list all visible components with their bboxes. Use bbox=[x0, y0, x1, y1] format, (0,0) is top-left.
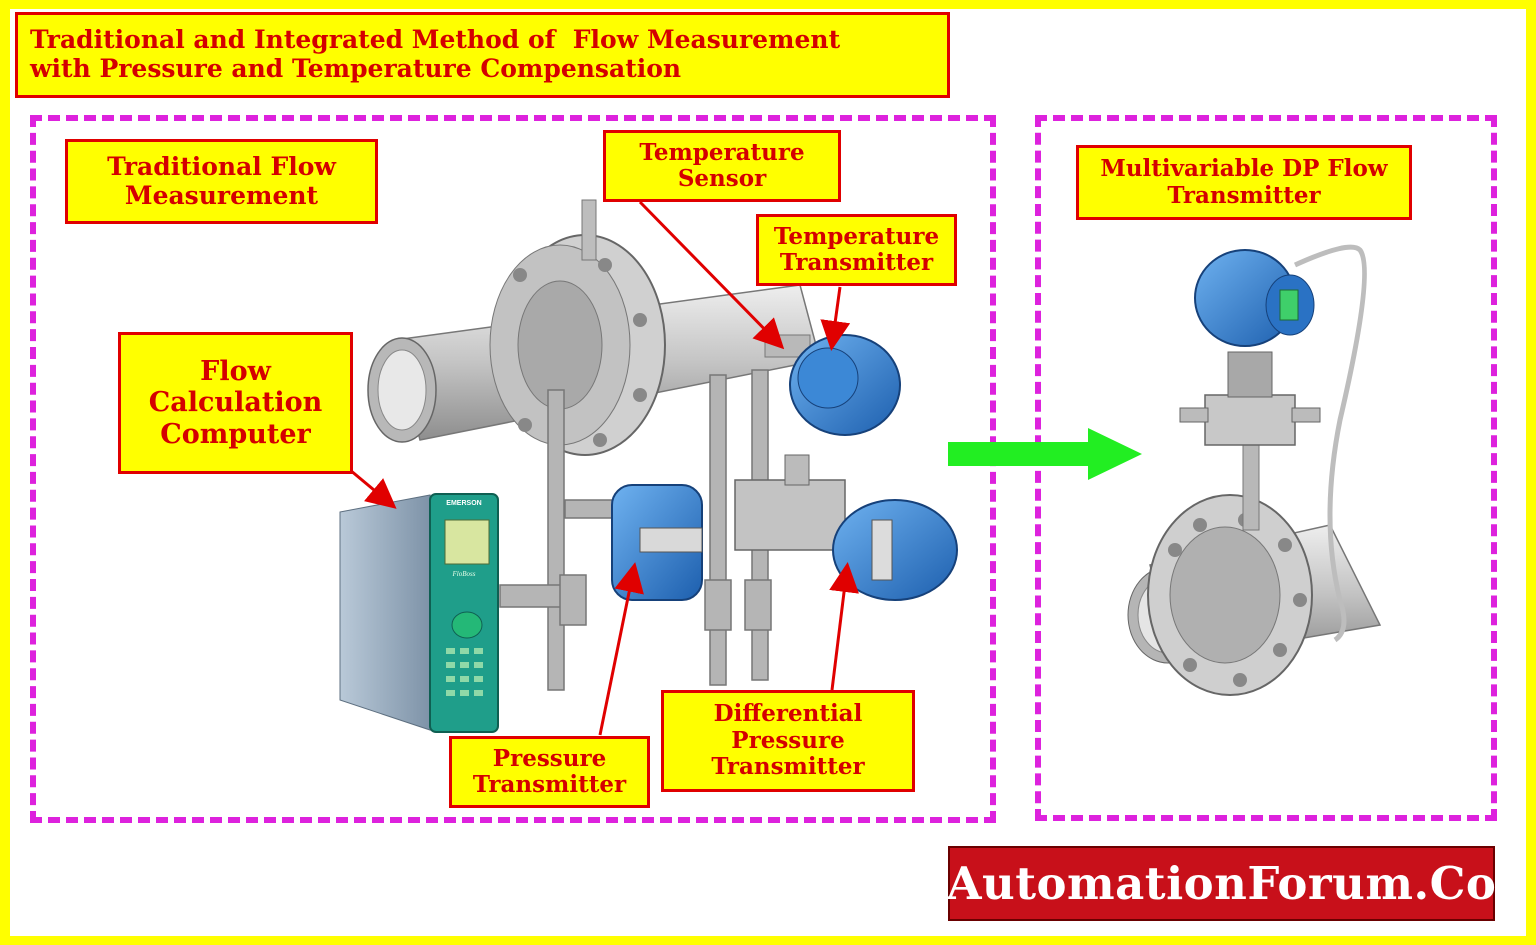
mv-rtd-cable bbox=[1293, 244, 1367, 643]
traditional-heading: Traditional Flow Measurement bbox=[65, 139, 378, 224]
label-temperature-sensor: Temperature Sensor bbox=[603, 130, 841, 202]
mv-stem-manifold bbox=[1179, 351, 1321, 531]
title-line-1: Traditional and Integrated Method of Flo… bbox=[30, 25, 841, 55]
green-transition-arrow bbox=[948, 428, 1142, 480]
arrow-pressure-transmitter bbox=[598, 562, 644, 736]
temperature-transmitter-housing bbox=[789, 334, 901, 436]
label-dp-transmitter: Differential Pressure Transmitter bbox=[661, 690, 915, 792]
arrow-dp-transmitter bbox=[829, 562, 859, 691]
page-title: Traditional and Integrated Method of Flo… bbox=[15, 12, 950, 98]
label-flow-computer-line-2: Calculation bbox=[148, 387, 323, 419]
site-brand-text: AutomationForum.Co bbox=[946, 857, 1497, 910]
arrow-flow-computer bbox=[349, 468, 397, 509]
multivariable-heading-line-1: Multivariable DP Flow bbox=[1100, 155, 1388, 183]
arrow-temperature-transmitter bbox=[820, 286, 851, 351]
traditional-panel-border bbox=[30, 115, 996, 823]
label-dp-transmitter-line-2: Pressure bbox=[731, 726, 845, 754]
label-pressure-transmitter: Pressure Transmitter bbox=[449, 736, 650, 808]
label-pressure-transmitter-line-1: Pressure bbox=[492, 744, 607, 772]
label-temperature-transmitter-line-2: Transmitter bbox=[779, 249, 934, 276]
label-flow-computer: Flow Calculation Computer bbox=[118, 332, 353, 474]
multivariable-heading: Multivariable DP Flow Transmitter bbox=[1076, 145, 1412, 220]
label-temperature-transmitter: Temperature Transmitter bbox=[756, 214, 957, 286]
flow-computer-brand-name: EMERSON bbox=[446, 500, 482, 507]
mv-flange bbox=[1147, 494, 1313, 696]
flow-computer-brand: EMERSON bbox=[436, 500, 492, 508]
site-brand-banner: AutomationForum.Co bbox=[946, 846, 1497, 921]
mv-transmitter-housing bbox=[1194, 249, 1315, 347]
label-flow-computer-line-1: Flow bbox=[200, 356, 271, 388]
flow-computer bbox=[339, 493, 499, 733]
dp-transmitter-housing bbox=[832, 499, 958, 601]
title-line-2: with Pressure and Temperature Compensati… bbox=[30, 54, 682, 83]
flow-computer-model-name: FloBoss bbox=[452, 570, 476, 578]
multivariable-heading-line-2: Transmitter bbox=[1167, 181, 1321, 209]
arrow-temperature-sensor bbox=[638, 200, 785, 350]
traditional-heading-line-2: Measurement bbox=[124, 180, 319, 210]
label-dp-transmitter-line-3: Transmitter bbox=[711, 753, 865, 781]
label-temperature-transmitter-line-1: Temperature bbox=[773, 222, 940, 250]
label-temperature-sensor-line-1: Temperature bbox=[639, 138, 805, 166]
traditional-heading-line-1: Traditional Flow bbox=[107, 151, 336, 181]
impulse-lines bbox=[499, 369, 772, 691]
multivariable-panel-border bbox=[1035, 115, 1497, 821]
callout-arrows bbox=[349, 200, 859, 736]
dp-manifold bbox=[734, 454, 846, 551]
label-flow-computer-line-3: Computer bbox=[160, 418, 311, 450]
label-dp-transmitter-line-1: Differential bbox=[713, 700, 863, 728]
pressure-transmitter-housing bbox=[611, 484, 703, 601]
label-pressure-transmitter-line-2: Transmitter bbox=[472, 771, 627, 798]
orifice-flange bbox=[489, 199, 666, 456]
flow-computer-model: FloBoss bbox=[436, 570, 492, 578]
label-temperature-sensor-line-2: Sensor bbox=[677, 165, 767, 192]
